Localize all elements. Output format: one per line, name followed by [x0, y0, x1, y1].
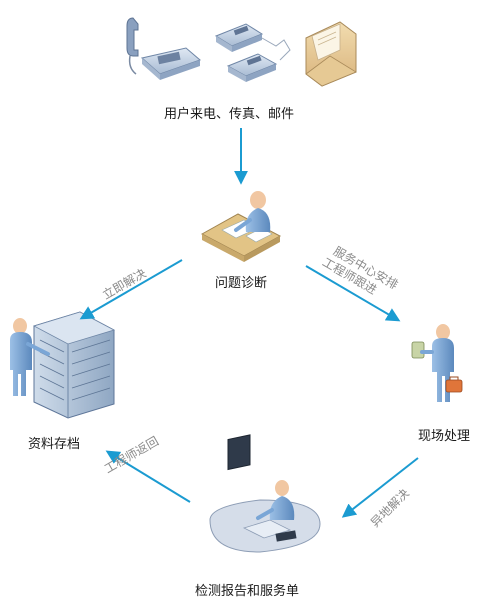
- node-label-contact: 用户来电、传真、邮件: [164, 107, 295, 122]
- arrow-onsite-to-report: [341, 457, 419, 518]
- arrow-diagnose-to-onsite: [305, 265, 401, 322]
- telephone-icon: [126, 17, 201, 80]
- person-at-desk-icon: [200, 191, 282, 262]
- arrow-diagnose-to-archive: [79, 259, 183, 320]
- envelope-icon: [305, 21, 357, 87]
- person-at-computer-icon: [209, 434, 321, 553]
- arrow-report-to-archive: [105, 450, 191, 503]
- person-at-server-rack-icon: [10, 311, 116, 419]
- node-label-diagnose: 问题诊断: [215, 276, 268, 291]
- node-label-report: 检测报告和服务单: [195, 584, 300, 599]
- node-label-onsite: 现场处理: [418, 429, 471, 444]
- node-label-archive: 资料存档: [28, 437, 81, 452]
- engineer-with-toolcase-icon: [411, 324, 463, 402]
- fax-machine-icon: [214, 23, 291, 82]
